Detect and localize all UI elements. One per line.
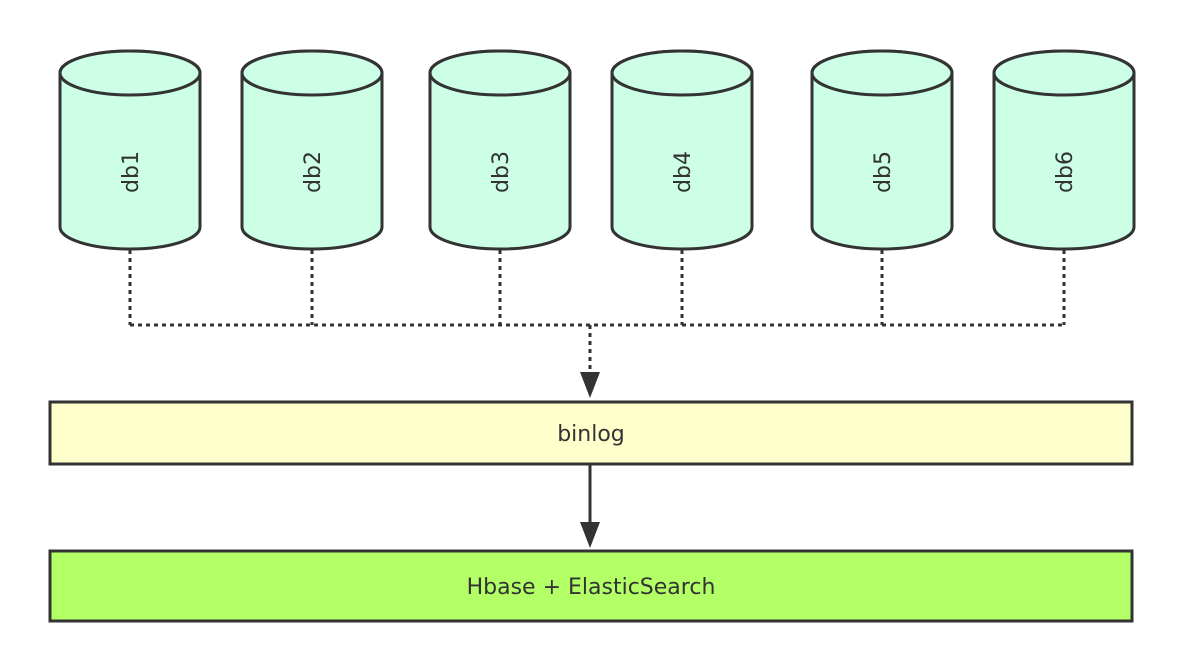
storage-box <box>48 549 1134 623</box>
database-cylinder-db5: db5 <box>810 49 954 251</box>
cylinder-top <box>58 49 202 97</box>
database-group: db1 db2 db3 db4 db5 db6 <box>58 49 1136 251</box>
database-cylinder-db2: db2 <box>240 49 384 251</box>
database-label: db6 <box>1053 151 1078 193</box>
connector-lines <box>128 250 1066 372</box>
database-cylinder-db6: db6 <box>992 49 1136 251</box>
arrow-to-storage <box>580 522 600 548</box>
cylinder-top <box>810 49 954 97</box>
database-label: db5 <box>871 151 896 193</box>
arrow-to-binlog <box>580 372 600 398</box>
database-cylinder-db3: db3 <box>428 49 572 251</box>
cylinder-top <box>240 49 384 97</box>
database-label: db3 <box>489 151 514 193</box>
database-label: db1 <box>119 151 144 193</box>
database-label: db4 <box>671 151 696 193</box>
cylinder-top <box>428 49 572 97</box>
database-cylinder-db4: db4 <box>610 49 754 251</box>
cylinder-top <box>992 49 1136 97</box>
database-label: db2 <box>301 151 326 193</box>
cylinder-top <box>610 49 754 97</box>
binlog-label: binlog <box>557 422 625 447</box>
database-cylinder-db1: db1 <box>58 49 202 251</box>
storage-label: Hbase + ElasticSearch <box>467 575 716 600</box>
binlog-box <box>48 400 1134 466</box>
